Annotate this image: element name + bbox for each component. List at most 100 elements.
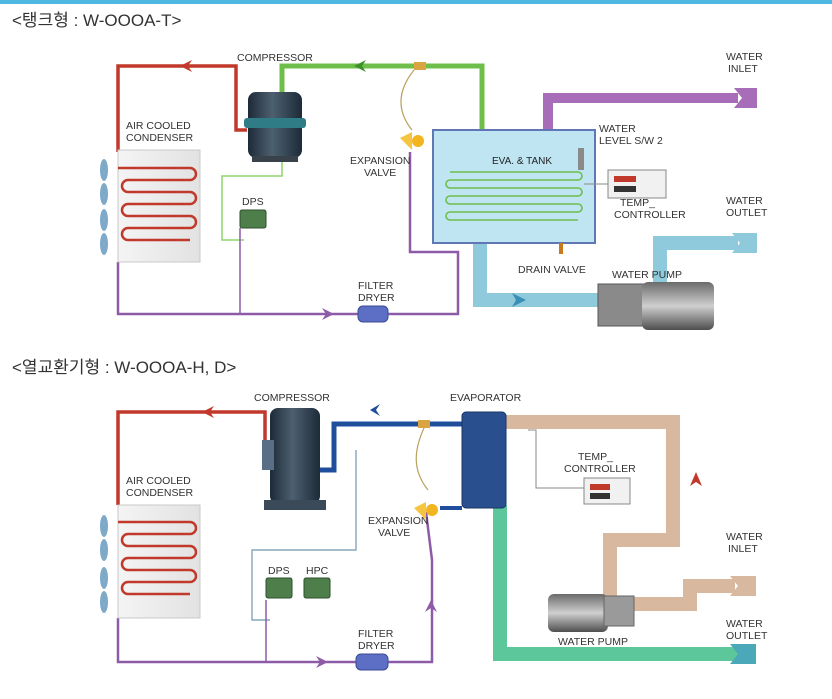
condenser-tube (118, 520, 198, 596)
label-outlet-1: WATER (726, 195, 763, 207)
temp-probe-line (528, 429, 584, 489)
water-outlet-connector (730, 644, 756, 664)
header-strip (0, 0, 832, 4)
condenser-tube (118, 166, 198, 242)
label-pump: WATER PUMP (558, 636, 628, 648)
flow-arrow-icon (354, 60, 366, 72)
label-temp-1: TEMP_ (578, 451, 613, 463)
evaporator-coil (445, 171, 583, 221)
diagram-tank-type: <탱크형 : W-OOOA-T> (12, 11, 768, 330)
label-dps: DPS (242, 196, 264, 208)
label-water-level-1: WATER (599, 123, 636, 135)
temp-controller (607, 169, 667, 199)
label-filter-2: DRYER (358, 292, 395, 304)
label-outlet-1: WATER (726, 618, 763, 630)
compressor-body (270, 408, 320, 504)
capillary-tube (415, 427, 429, 491)
water-inlet-connector (734, 88, 757, 108)
flow-arrow-icon (690, 472, 702, 486)
pump-head (603, 595, 635, 627)
water-outlet-pipe (493, 505, 740, 661)
water-inlet-pipe (632, 579, 735, 611)
label-inlet-1: WATER (726, 51, 763, 63)
temp-display (590, 484, 610, 490)
pump-motor (642, 282, 714, 330)
level-switch (578, 148, 584, 170)
hpc-switch (303, 577, 331, 599)
dps-switch (265, 577, 293, 599)
label-water-level-2: LEVEL S/W 2 (599, 135, 663, 147)
capillary-tube (400, 69, 415, 131)
temp-display (590, 493, 610, 499)
dps-switch (239, 209, 267, 229)
flow-arrow-icon (322, 308, 334, 320)
label-inlet-1: WATER (726, 531, 763, 543)
pump-motor (548, 594, 608, 632)
label-temp-2: CONTROLLER (614, 209, 686, 221)
label-evaporator: EVAPORATOR (450, 392, 522, 404)
label-filter-1: FILTER (358, 628, 394, 640)
eva-tank (432, 129, 596, 244)
hpc-sense-line (251, 450, 357, 621)
flow-arrow-icon (202, 406, 214, 418)
flow-arrow-icon (316, 656, 328, 668)
temp-display (614, 186, 636, 192)
water-outlet-pipe (653, 236, 738, 292)
label-inlet-2: INLET (728, 63, 758, 75)
fan-icon (100, 159, 108, 255)
evaporator (461, 411, 507, 509)
liquid-line (116, 511, 434, 664)
label-expansion-1: EXPANSION (350, 155, 411, 167)
filter-dryer (357, 305, 389, 323)
flow-arrow-icon (512, 293, 526, 307)
expansion-valve-body (426, 504, 438, 516)
label-condenser-1: AIR COOLED (126, 120, 191, 132)
label-compressor: COMPRESSOR (254, 392, 330, 404)
water-outlet-supply-pipe (473, 243, 598, 307)
label-drain: DRAIN VALVE (518, 264, 586, 276)
hot-gas-line (116, 64, 247, 152)
compressor-base (252, 156, 298, 162)
label-hpc: HPC (306, 565, 329, 577)
fan-icon (100, 515, 108, 613)
compressor-band (244, 118, 306, 128)
label-tank: EVA. & TANK (492, 156, 552, 167)
compressor-base (264, 500, 326, 510)
expansion-valve-icon (414, 502, 426, 520)
label-outlet-2: OUTLET (726, 207, 768, 219)
label-pump: WATER PUMP (612, 269, 682, 281)
label-filter-2: DRYER (358, 640, 395, 652)
diagram-heat-exchanger-type: <열교환기형 : W-OOOA-H, D> (12, 358, 768, 671)
diagram2-title: <열교환기형 : W-OOOA-H, D> (12, 358, 236, 377)
flow-arrow-icon (370, 404, 380, 416)
label-expansion-1: EXPANSION (368, 515, 429, 527)
condenser-coil (117, 504, 201, 619)
label-condenser-2: CONDENSER (126, 132, 194, 144)
suction-line (318, 421, 462, 473)
pump-head (597, 283, 647, 327)
flow-arrow-icon (180, 60, 192, 72)
expansion-valve-body (412, 135, 424, 147)
label-outlet-2: OUTLET (726, 630, 768, 642)
temp-display (614, 176, 636, 182)
label-filter-1: FILTER (358, 280, 394, 292)
sensor-bulb (414, 62, 426, 70)
dps-sense-line (221, 150, 283, 241)
water-outlet-connector (732, 233, 757, 253)
flow-arrow-icon (425, 600, 437, 612)
temp-controller (583, 477, 631, 505)
label-expansion-2: VALVE (364, 167, 396, 179)
sensor-bulb (418, 420, 430, 428)
expansion-valve-icon (400, 132, 412, 150)
label-temp-1: TEMP_ (620, 197, 655, 209)
suction-line (279, 63, 485, 150)
label-compressor: COMPRESSOR (237, 52, 313, 64)
liquid-line (116, 152, 460, 316)
diagram1-title: <탱크형 : W-OOOA-T> (12, 11, 181, 30)
label-dps: DPS (268, 565, 290, 577)
water-return-pipe (506, 415, 680, 604)
label-condenser-2: CONDENSER (126, 487, 194, 499)
label-expansion-2: VALVE (378, 527, 410, 539)
label-temp-2: CONTROLLER (564, 463, 636, 475)
